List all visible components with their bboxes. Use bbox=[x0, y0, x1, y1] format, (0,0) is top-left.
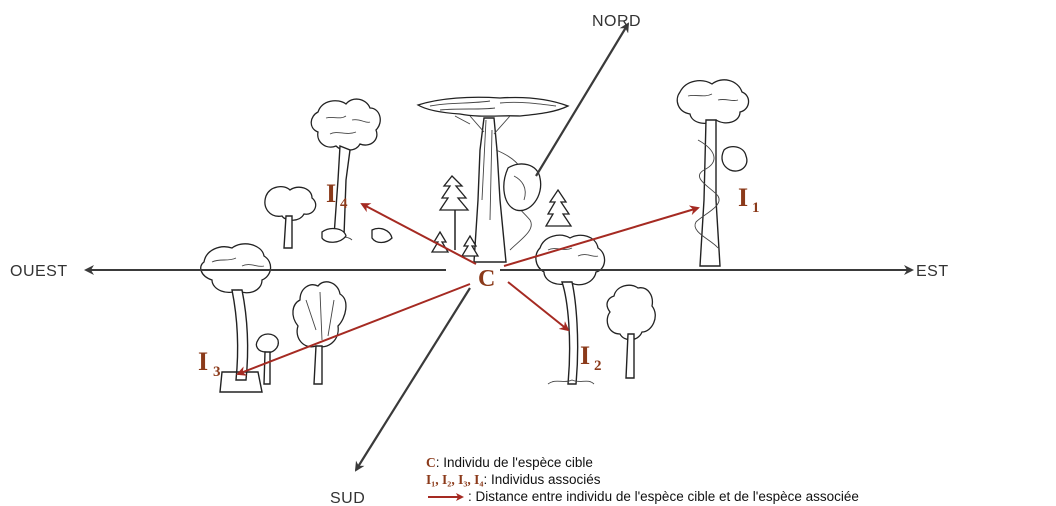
legend-key-i: I₁, I₂, I₃, I₄ bbox=[426, 471, 483, 488]
legend-row-c: C : Individu de l'espèce cible bbox=[426, 454, 859, 471]
tree-icon-i3 bbox=[201, 244, 271, 392]
legend-text-c: : Individu de l'espèce cible bbox=[436, 454, 593, 471]
legend-text-i: : Individus associés bbox=[483, 471, 600, 488]
legend: C : Individu de l'espèce cible I₁, I₂, I… bbox=[426, 454, 859, 505]
distance-arrow-to-i3 bbox=[238, 284, 470, 374]
tree-icon-mid-left bbox=[256, 282, 346, 384]
label-i3: I 3 bbox=[198, 347, 221, 380]
legend-row-i: I₁, I₂, I₃, I₄ : Individus associés bbox=[426, 471, 859, 488]
svg-text:I: I bbox=[198, 347, 208, 376]
center-label-c: C bbox=[478, 266, 495, 292]
label-i2: I 2 bbox=[580, 341, 602, 374]
tree-icon-far-right bbox=[607, 285, 655, 378]
tree-icon-i1 bbox=[677, 80, 748, 266]
south-label: SUD bbox=[330, 490, 365, 506]
svg-text:1: 1 bbox=[752, 200, 760, 216]
south-axis-arrow-icon bbox=[356, 288, 470, 470]
legend-key-c: C bbox=[426, 454, 436, 471]
east-label: EST bbox=[916, 263, 949, 280]
distance-arrow-icon bbox=[426, 492, 466, 502]
distance-arrow-to-i2 bbox=[508, 282, 568, 330]
svg-text:I: I bbox=[326, 179, 336, 208]
svg-text:4: 4 bbox=[340, 196, 348, 212]
north-label: NORD bbox=[592, 13, 641, 30]
legend-row-arrow: : Distance entre individu de l'espèce ci… bbox=[426, 488, 859, 505]
legend-text-arrow: : Distance entre individu de l'espèce ci… bbox=[468, 488, 859, 505]
svg-text:I: I bbox=[738, 183, 748, 212]
north-axis-arrow-icon bbox=[536, 24, 628, 176]
svg-text:3: 3 bbox=[213, 364, 221, 380]
svg-text:2: 2 bbox=[594, 358, 602, 374]
label-i1: I 1 bbox=[738, 183, 760, 216]
tree-icon-i4 bbox=[311, 99, 380, 240]
svg-text:I: I bbox=[580, 341, 590, 370]
west-label: OUEST bbox=[10, 263, 68, 280]
